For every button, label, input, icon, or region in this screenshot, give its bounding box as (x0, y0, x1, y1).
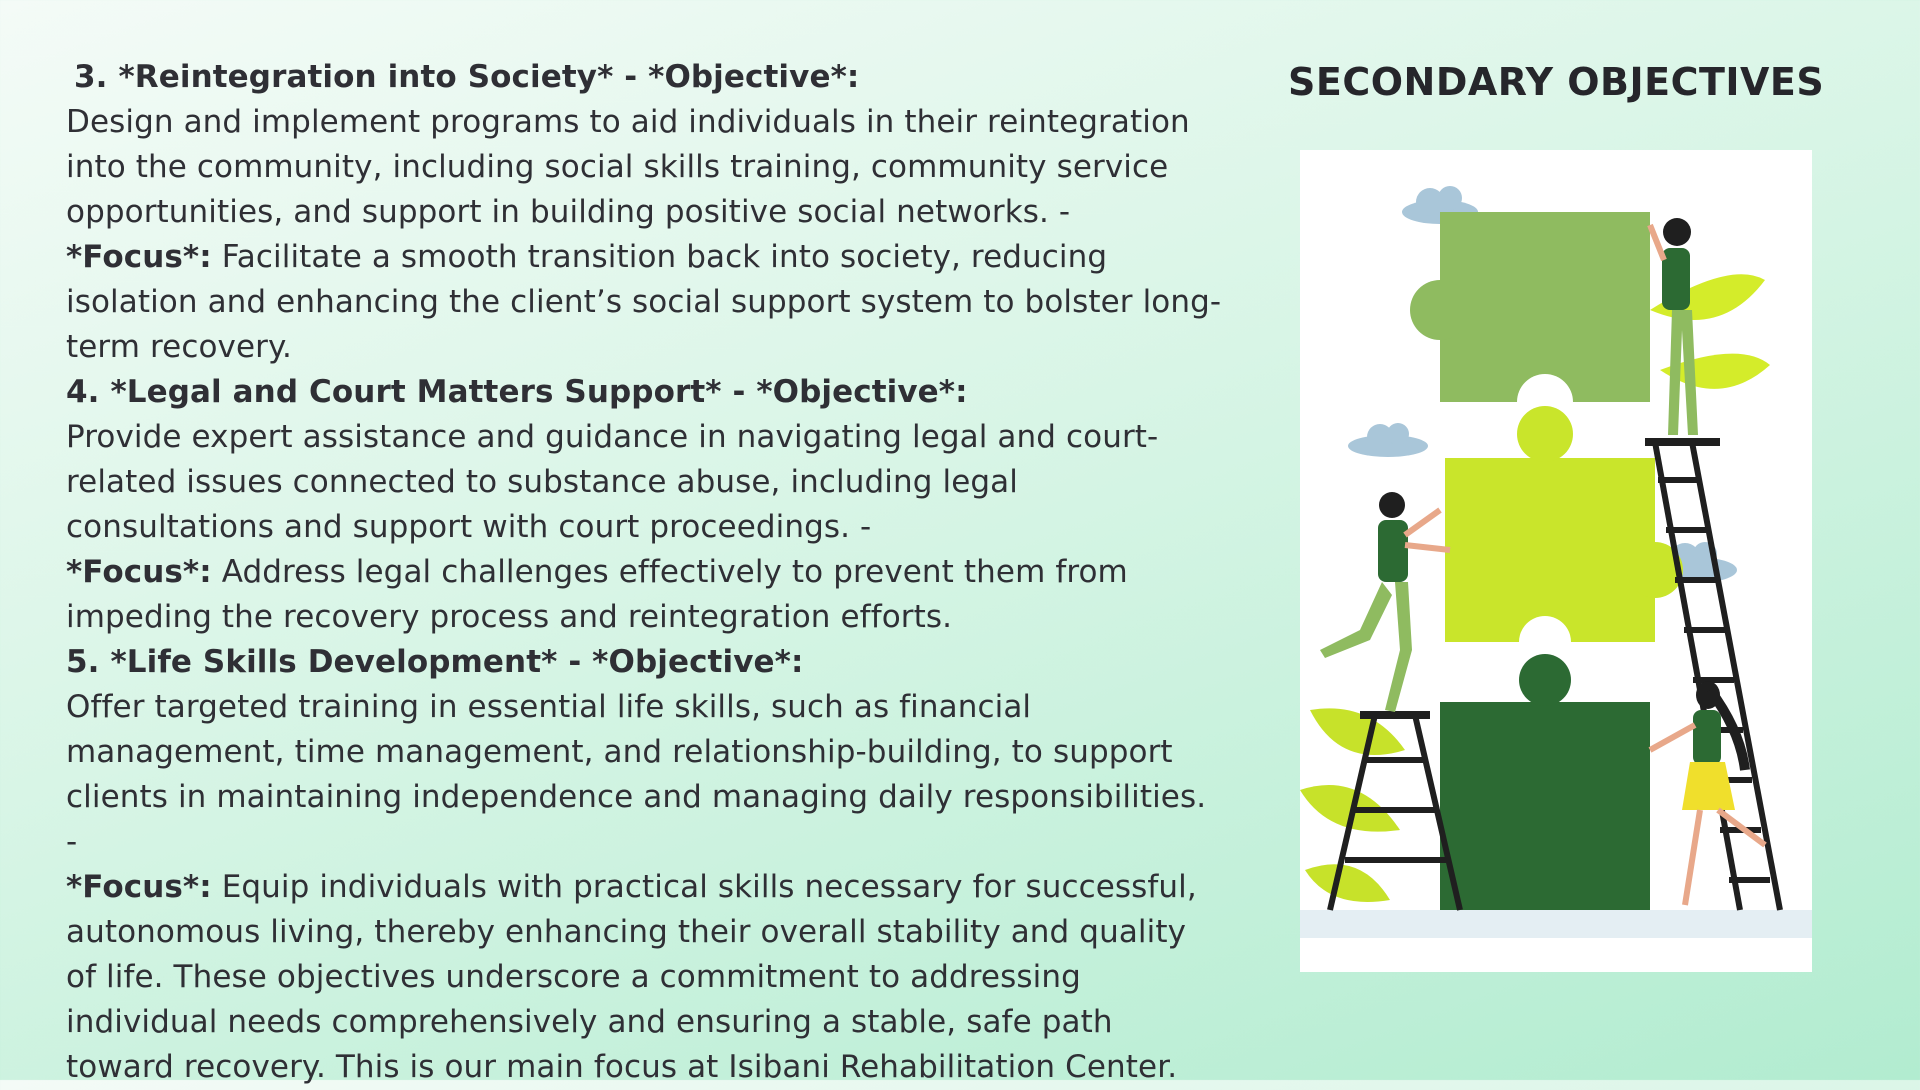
objective-5-focus-text: Equip individuals with practical skills … (66, 869, 1197, 1085)
ladder-icon-left (1327, 711, 1463, 911)
objective-3-body-text: Design and implement programs to aid ind… (66, 104, 1190, 230)
objective-3-heading: 3. *Reintegration into Society* - *Objec… (74, 59, 860, 95)
objective-5-body: Offer targeted training in essential lif… (66, 685, 1226, 865)
puzzle-piece-bottom (1440, 654, 1650, 910)
objective-4-heading: 4. *Legal and Court Matters Support* - *… (66, 374, 968, 410)
person-icon-left (1320, 492, 1451, 712)
ladder-icon-right (1645, 438, 1783, 911)
puzzle-notch-middle (1519, 616, 1571, 668)
objective-3-focus: *Focus*: Facilitate a smooth transition … (66, 235, 1226, 370)
objective-3-body: Design and implement programs to aid ind… (66, 100, 1226, 235)
objective-4-focus: *Focus*: Address legal challenges effect… (66, 550, 1226, 640)
cloud-icon-2 (1348, 423, 1428, 457)
puzzle-piece-top (1410, 212, 1650, 402)
objective-5-body-text: Offer targeted training in essential lif… (66, 689, 1207, 860)
puzzle-teamwork-illustration (1300, 150, 1812, 972)
puzzle-teamwork-svg (1300, 186, 1812, 938)
objective-4-body-text: Provide expert assistance and guidance i… (66, 419, 1159, 545)
objective-5-heading: 5. *Life Skills Development* - *Objectiv… (66, 644, 804, 680)
slide-title: SECONDARY OBJECTIVES (1288, 60, 1825, 104)
objective-3-focus-label: *Focus*: (66, 239, 212, 275)
objective-4-focus-label: *Focus*: (66, 554, 212, 590)
person-icon-top (1647, 218, 1698, 435)
objective-5-focus-label: *Focus*: (66, 869, 212, 905)
objective-3-focus-text: Facilitate a smooth transition back into… (66, 239, 1222, 365)
objective-4-focus-text: Address legal challenges effectively to … (66, 554, 1128, 635)
objective-4-body: Provide expert assistance and guidance i… (66, 415, 1226, 550)
leaf-icon-left (1300, 708, 1405, 902)
objective-5-focus: *Focus*: Equip individuals with practica… (66, 865, 1226, 1090)
person-icon-bottom (1648, 681, 1767, 906)
ground-shadow (1300, 910, 1812, 938)
puzzle-piece-middle (1445, 406, 1683, 642)
objectives-text-column: 3. *Reintegration into Society* - *Objec… (66, 55, 1226, 1090)
